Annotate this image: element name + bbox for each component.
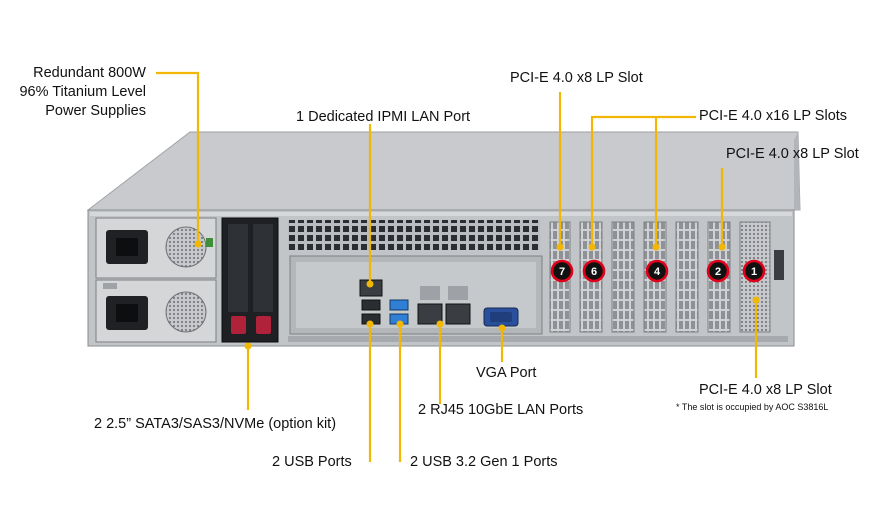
label-rj45-ports: 2 RJ45 10GbE LAN Ports xyxy=(418,402,584,418)
slot-badge-1: 1 xyxy=(742,259,766,283)
label-slot-2: PCI-E 4.0 x8 LP Slot xyxy=(726,146,859,162)
chassis-top xyxy=(86,131,801,211)
slot-badge-2: 2 xyxy=(706,259,730,283)
label-usb-ports: 2 USB Ports xyxy=(272,454,352,470)
power-supply-2 xyxy=(95,279,217,343)
io-panel xyxy=(289,255,543,335)
svg-text:7: 7 xyxy=(559,266,565,278)
label-vga-port: VGA Port xyxy=(476,365,537,381)
label-slot-7: PCI-E 4.0 x8 LP Slot xyxy=(510,70,643,86)
power-supply-1 xyxy=(95,217,217,279)
svg-text:4: 4 xyxy=(654,266,661,278)
svg-text:1: 1 xyxy=(751,266,757,278)
chassis-right-side xyxy=(794,132,800,210)
svg-text:6: 6 xyxy=(591,266,597,278)
label-ipmi-port: 1 Dedicated IPMI LAN Port xyxy=(296,109,471,125)
label-slot-1-note: * The slot is occupied by AOC S3816L xyxy=(676,402,829,412)
drive-bays xyxy=(221,217,279,343)
label-slots-x16: PCI-E 4.0 x16 LP Slots xyxy=(699,108,848,124)
label-slot-1: PCI-E 4.0 x8 LP Slot xyxy=(699,382,832,398)
slot-badge-6: 6 xyxy=(582,259,606,283)
label-usb3-ports: 2 USB 3.2 Gen 1 Ports xyxy=(410,454,558,470)
svg-text:2: 2 xyxy=(715,266,721,278)
callout-lines xyxy=(156,71,760,462)
slot-badge-4: 4 xyxy=(645,259,669,283)
label-power-supplies: Redundant 800W 96% Titanium Level Power … xyxy=(19,65,146,119)
slot-badge-7: 7 xyxy=(550,259,574,283)
label-drive-bays: 2 2.5” SATA3/SAS3/NVMe (option kit) xyxy=(94,416,337,432)
vent-grid xyxy=(288,220,540,250)
